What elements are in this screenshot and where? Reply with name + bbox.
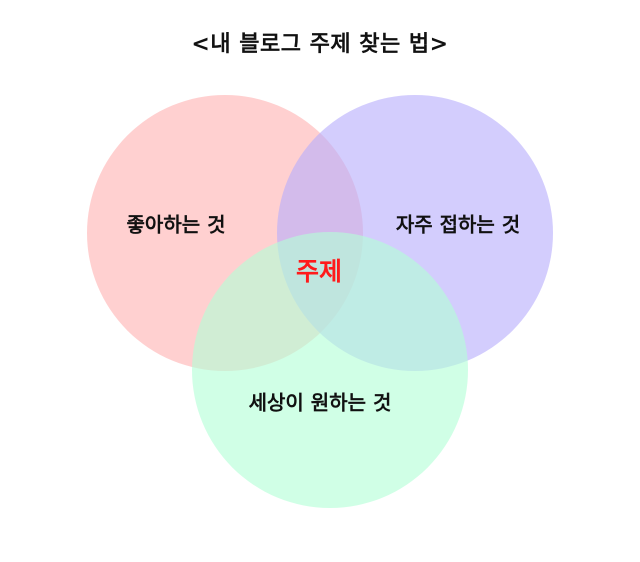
diagram-title: <내 블로그 주제 찾는 법> — [191, 32, 449, 57]
label-world-wants: 세상이 원하는 것 — [248, 390, 392, 415]
circle-world-wants — [192, 232, 468, 508]
label-topic: 주제 — [295, 257, 343, 286]
label-likes: 좋아하는 것 — [126, 212, 226, 237]
label-encounters: 자주 접하는 것 — [395, 212, 521, 237]
